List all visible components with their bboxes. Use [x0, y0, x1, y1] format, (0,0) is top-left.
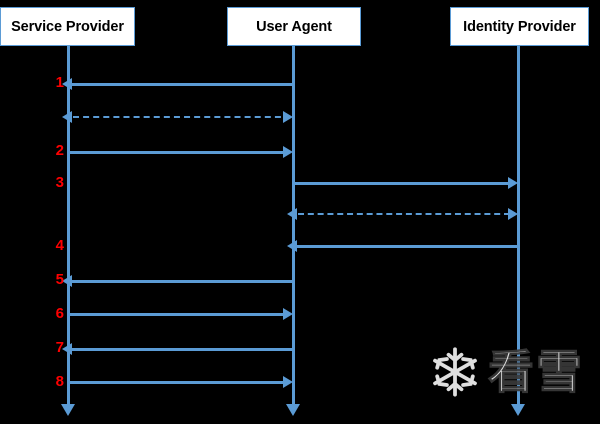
- message-arrowhead-2: [283, 146, 293, 158]
- actor-label-user-agent: User Agent: [256, 18, 332, 35]
- actor-box-user-agent[interactable]: User Agent: [227, 7, 361, 46]
- step-number-2: 2: [55, 142, 64, 159]
- message-arrowhead-8: [283, 376, 293, 388]
- message-line-5: [72, 280, 293, 283]
- actor-box-identity-provider[interactable]: Identity Provider: [450, 7, 589, 46]
- message-arrowhead-sp-ua-dashed-right: [283, 111, 293, 123]
- lifeline-service-provider: [67, 46, 70, 404]
- message-line-2: [67, 151, 284, 154]
- actor-label-service-provider: Service Provider: [11, 18, 124, 35]
- step-number-7: 7: [55, 339, 64, 356]
- message-arrowhead-5: [62, 275, 72, 287]
- lifeline-end-arrow-identity-provider: [511, 404, 525, 416]
- message-line-7: [72, 348, 293, 351]
- message-line-3: [292, 182, 509, 185]
- message-line-ua-idp-dashed: [298, 213, 510, 215]
- message-arrowhead-sp-ua-dashed-left: [62, 111, 72, 123]
- message-line-8: [67, 381, 284, 384]
- message-line-4: [297, 245, 518, 248]
- message-arrowhead-3: [508, 177, 518, 189]
- step-number-8: 8: [55, 373, 64, 390]
- watermark-text: 看雪: [488, 346, 584, 398]
- message-line-6: [67, 313, 284, 316]
- step-number-1: 1: [55, 74, 64, 91]
- lifeline-user-agent: [292, 46, 295, 404]
- step-number-6: 6: [55, 305, 64, 322]
- message-arrowhead-1: [62, 78, 72, 90]
- step-number-3: 3: [55, 174, 64, 191]
- lifeline-end-arrow-service-provider: [61, 404, 75, 416]
- step-number-4: 4: [55, 237, 64, 254]
- message-line-sp-ua-dashed: [73, 116, 291, 118]
- message-line-1: [72, 83, 293, 86]
- lifeline-identity-provider: [517, 46, 520, 404]
- actor-label-identity-provider: Identity Provider: [463, 18, 576, 35]
- watermark: 看雪: [428, 345, 584, 399]
- snowflake-icon: [433, 347, 477, 397]
- step-number-5: 5: [55, 271, 64, 288]
- actor-box-service-provider[interactable]: Service Provider: [0, 7, 135, 46]
- message-arrowhead-ua-idp-dashed-right: [508, 208, 518, 220]
- message-arrowhead-7: [62, 343, 72, 355]
- message-arrowhead-ua-idp-dashed-left: [287, 208, 297, 220]
- message-arrowhead-4: [287, 240, 297, 252]
- lifeline-end-arrow-user-agent: [286, 404, 300, 416]
- message-arrowhead-6: [283, 308, 293, 320]
